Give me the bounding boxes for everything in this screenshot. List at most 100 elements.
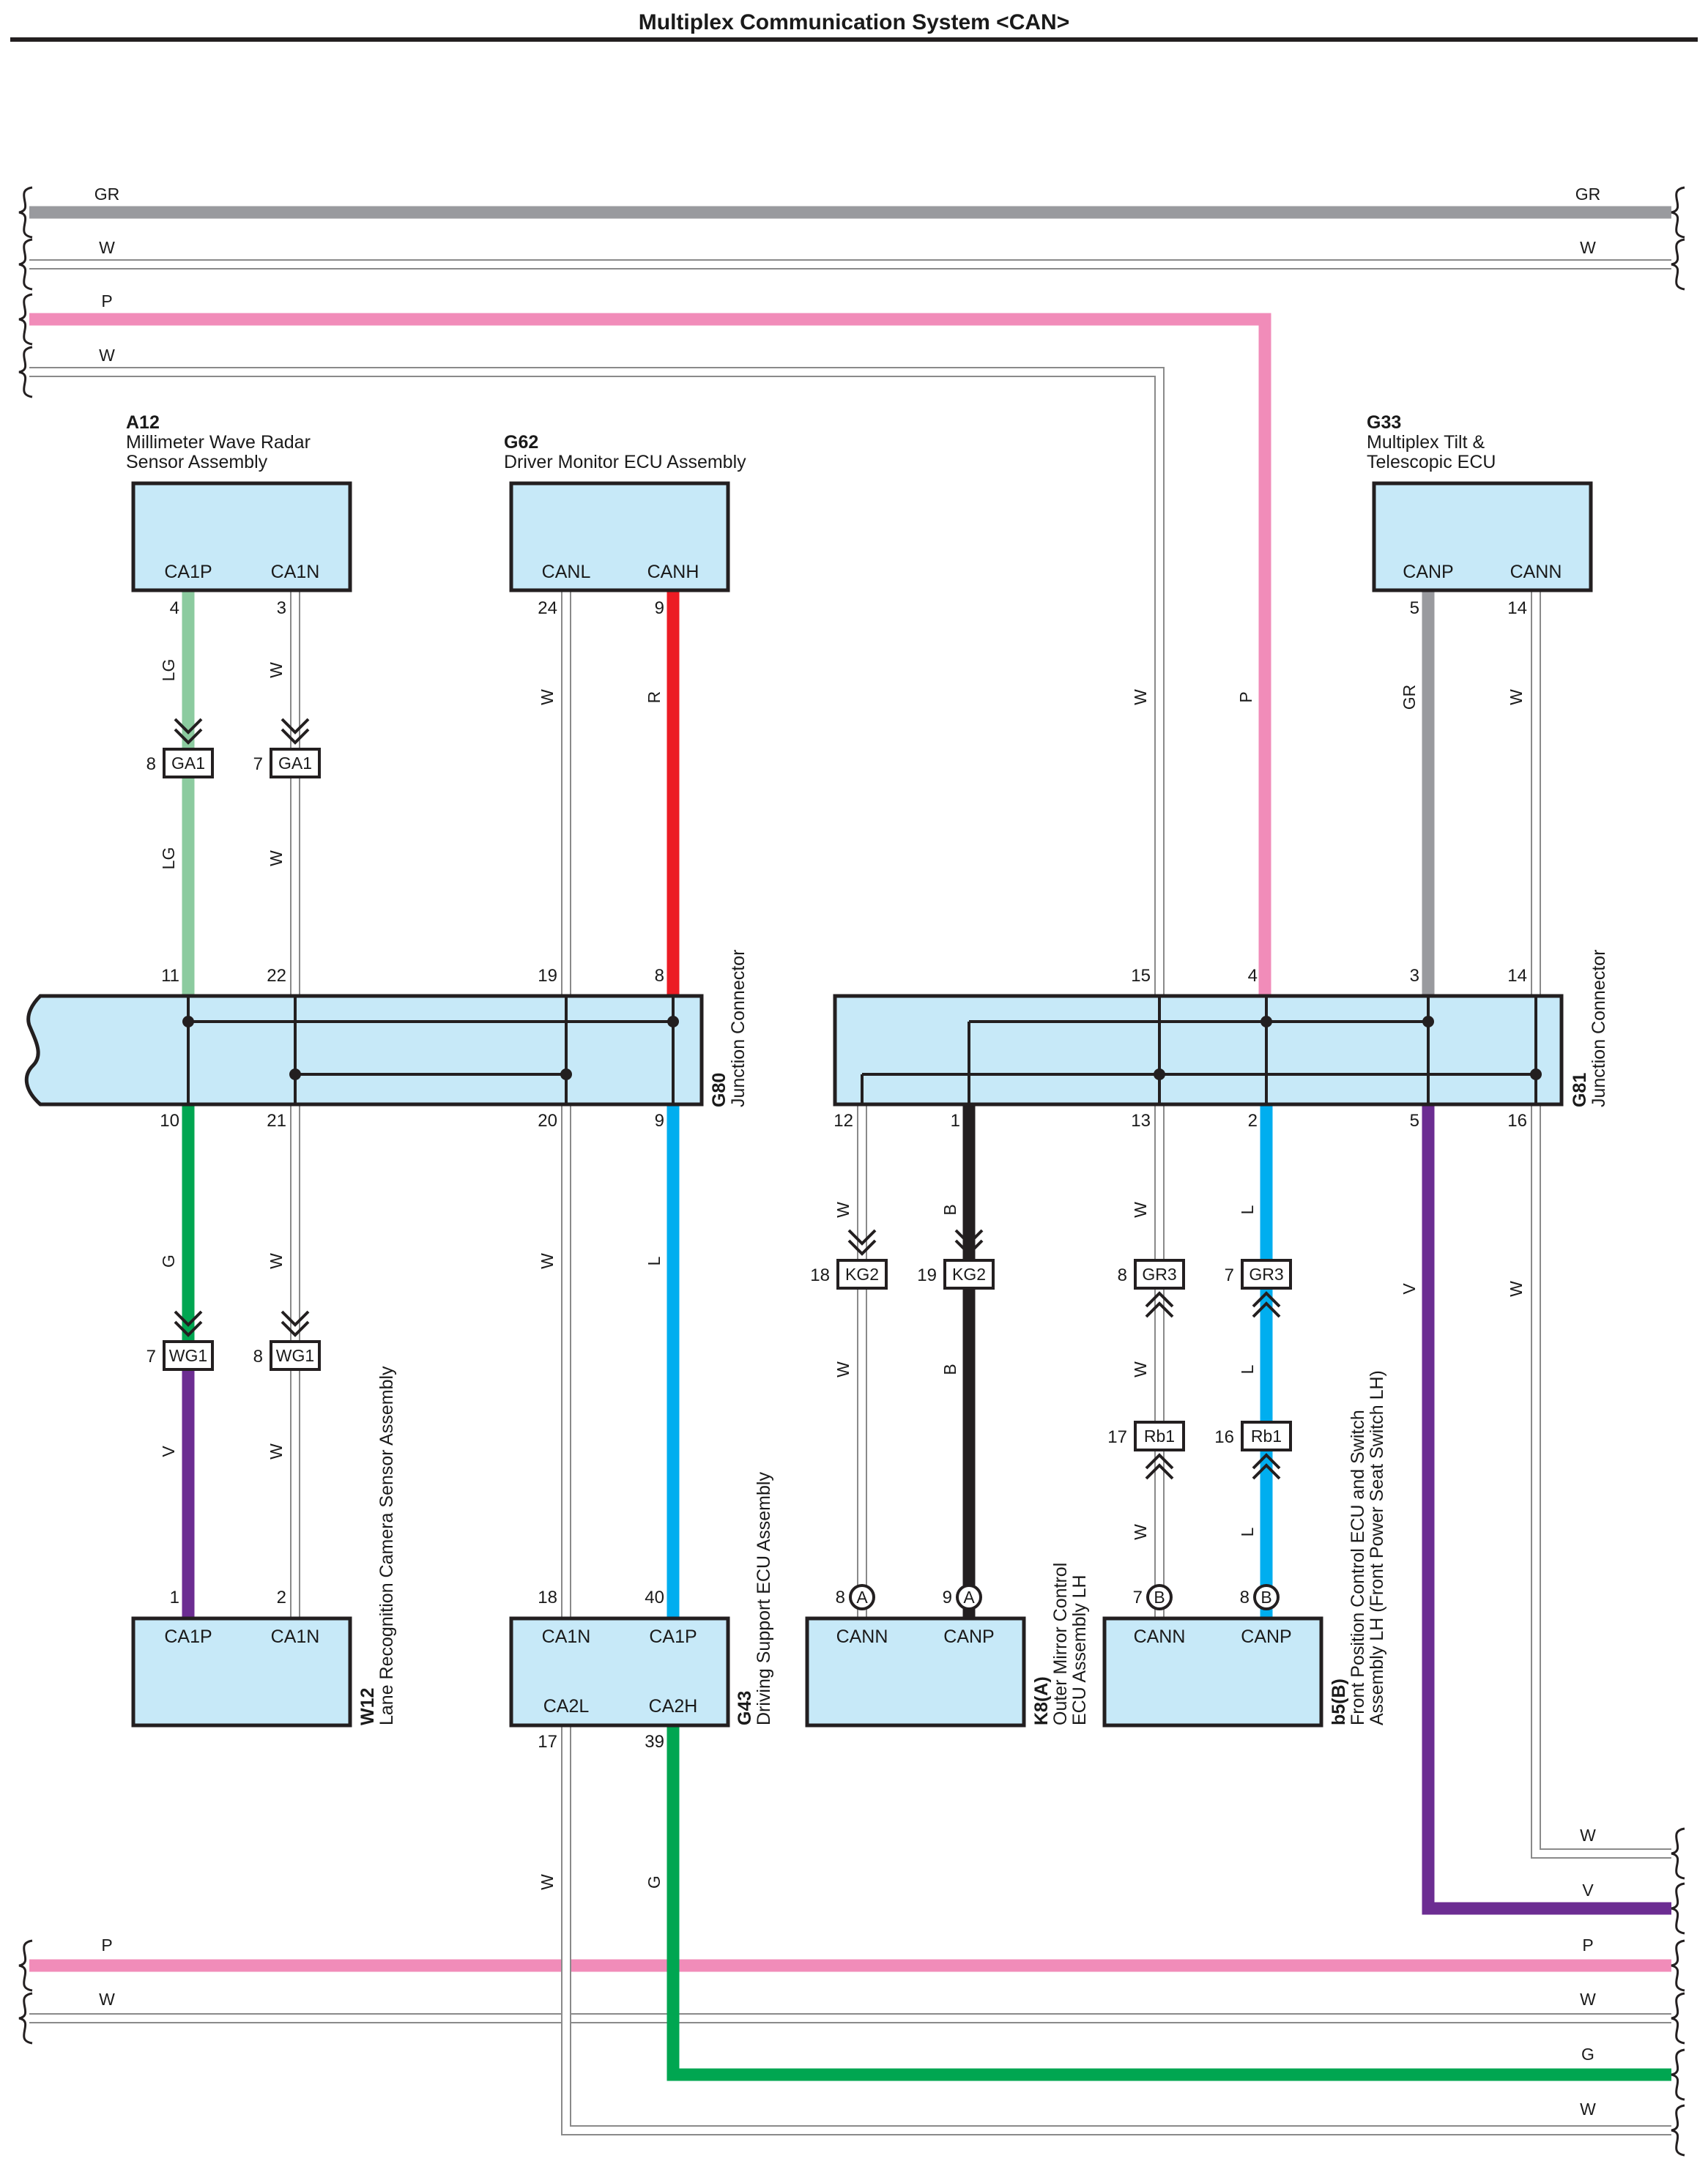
bus-p-top <box>29 313 1271 996</box>
g33-name-line1: Multiplex Tilt & <box>1367 432 1485 453</box>
connector-wg1-8-box <box>270 1340 321 1371</box>
wire-label-b5-w-2: W <box>1131 1361 1150 1378</box>
component-b5: CANN CANP b5(B) Front Position Control E… <box>1102 1370 1387 1728</box>
wire-label-g43-w-bottom: W <box>538 1874 557 1890</box>
g81-code: G81 <box>1570 1073 1590 1107</box>
g80-top-pin-3: 8 <box>655 966 664 986</box>
junction-internal-wiring <box>182 996 1542 1104</box>
w12-box <box>131 1616 352 1728</box>
g80-bottom-pin-2: 20 <box>538 1111 557 1131</box>
connector-ga1-8-pin: 8 <box>146 754 156 774</box>
bus-end-left-1 <box>18 238 33 291</box>
wire-label-g43-l: L <box>645 1256 664 1265</box>
bus-label-p-bottom-right: P <box>1582 1936 1593 1955</box>
g62-pinno-1: 24 <box>538 598 557 618</box>
g43-pinno-2: 40 <box>645 1588 664 1607</box>
wire-label-a12-w-upper: W <box>267 662 286 678</box>
junction-g80: G80 Junction Connector <box>24 950 749 1107</box>
component-w12: CA1P CA1N W12 Lane Recognition Camera Se… <box>131 1366 397 1728</box>
component-k8: CANN CANP K8(A) Outer Mirror Control ECU… <box>805 1563 1090 1728</box>
a12-pin-ca1p: CA1P <box>164 562 212 582</box>
w12-pin-ca1p: CA1P <box>164 1626 212 1647</box>
g81-bottom-pin-4: 5 <box>1410 1111 1419 1131</box>
g62-pin-canl: CANL <box>542 562 591 582</box>
g81-name: Junction Connector <box>1589 950 1609 1107</box>
wire-label-b5-l-1: L <box>1238 1205 1257 1214</box>
bus-label-v-bottom-right: V <box>1582 1881 1594 1900</box>
g62-pinno-2: 9 <box>655 598 664 618</box>
connector-kg2-19-chevron <box>954 1239 984 1256</box>
connector-kg2-18-pin: 18 <box>810 1265 830 1285</box>
bus-end-right-3 <box>1671 1882 1685 1935</box>
wire-label-g33-gr: GR <box>1400 685 1419 710</box>
a12-pinno-1: 4 <box>170 598 179 618</box>
diagram-title: Multiplex Communication System <CAN> <box>639 10 1069 34</box>
k8-name-line1: Outer Mirror Control <box>1050 1563 1071 1725</box>
bus-label-w-bottom-left: W <box>99 1990 115 2009</box>
connector-kg2-19-box <box>943 1259 995 1290</box>
g62-box <box>509 481 730 592</box>
component-g62: G62 Driver Monitor ECU Assembly CANL CAN… <box>504 432 746 592</box>
bus-v-right <box>1422 1104 1671 1915</box>
connector-kg2-18-label: KG2 <box>845 1265 879 1284</box>
connector-wg1-7-box <box>163 1340 214 1371</box>
connector-wg1-7-label: WG1 <box>169 1346 207 1365</box>
bus-w-top-feed <box>29 368 1163 996</box>
connector-gr3-7-label: GR3 <box>1249 1265 1283 1284</box>
g80-box <box>24 994 704 1107</box>
g81-bottom-pin-5: 16 <box>1507 1111 1527 1131</box>
wire-label-g62-w: W <box>538 689 557 705</box>
connector-wg1-8-chevron <box>281 1310 310 1327</box>
bus-end-right-2 <box>1671 1827 1685 1880</box>
bus-end-left-2 <box>18 293 33 346</box>
g81-node-1 <box>1260 1016 1272 1027</box>
wire-label-w12-g: G <box>159 1254 178 1268</box>
g81-top-pin-3: 14 <box>1507 966 1527 986</box>
wire-label-feed-w: W <box>1131 689 1150 705</box>
a12-pin-ca1n: CA1N <box>271 562 320 582</box>
w12-pinno-1: 1 <box>170 1588 179 1607</box>
b5-pinno-1: 7 <box>1133 1588 1143 1607</box>
g43-pinno-1: 18 <box>538 1588 557 1607</box>
wire-label-k8-w-lower: W <box>833 1361 853 1378</box>
wire-label-w12-v: V <box>159 1446 178 1457</box>
connector-gr3-7-box <box>1241 1259 1292 1290</box>
k8-tag-cann-label: A <box>856 1588 868 1607</box>
bus-end-right-5 <box>1671 1992 1685 2045</box>
k8-code: K8(A) <box>1031 1676 1052 1725</box>
k8-pinno-1: 8 <box>836 1588 845 1607</box>
connector-kg2-19-chevron <box>954 1229 984 1246</box>
w12-name-line1: Lane Recognition Camera Sensor Assembly <box>376 1366 397 1725</box>
w12-code: W12 <box>357 1688 378 1725</box>
w12-pin-ca1n: CA1N <box>271 1626 320 1647</box>
connector-rb1-17-label: Rb1 <box>1144 1427 1175 1446</box>
g43-pin-ca1n: CA1N <box>542 1626 591 1647</box>
g80-node-2 <box>667 1016 679 1027</box>
connector-rb1-17-chevron <box>1145 1453 1174 1470</box>
bus-label-gr-left: GR <box>94 185 120 204</box>
k8-pin-canp: CANP <box>943 1626 994 1647</box>
connector-gr3-8-chevron <box>1145 1301 1174 1318</box>
b5-tag-canp-label: B <box>1260 1588 1271 1607</box>
k8-tag-canp <box>956 1584 982 1610</box>
bus-label-w-right: W <box>1580 238 1596 257</box>
connector-gr3-7-chevron <box>1252 1301 1281 1318</box>
bus-label-w-bottom-right: W <box>1580 1826 1596 1845</box>
g80-top-pin-2: 19 <box>538 966 557 986</box>
w12-pinno-2: 2 <box>277 1588 286 1607</box>
g81-bottom-pin-0: 12 <box>833 1111 853 1131</box>
b5-name-line2: Assembly LH (Front Power Seat Switch LH) <box>1367 1370 1387 1725</box>
g33-pinno-1: 5 <box>1410 598 1419 618</box>
g81-node-3 <box>1154 1068 1165 1080</box>
connector-ga1-7-box <box>270 748 321 778</box>
bus-label-p-bottom-left: P <box>101 1936 112 1955</box>
connector-wg1-7-chevron <box>174 1320 203 1337</box>
wire-label-k8-b-upper: B <box>940 1204 959 1215</box>
